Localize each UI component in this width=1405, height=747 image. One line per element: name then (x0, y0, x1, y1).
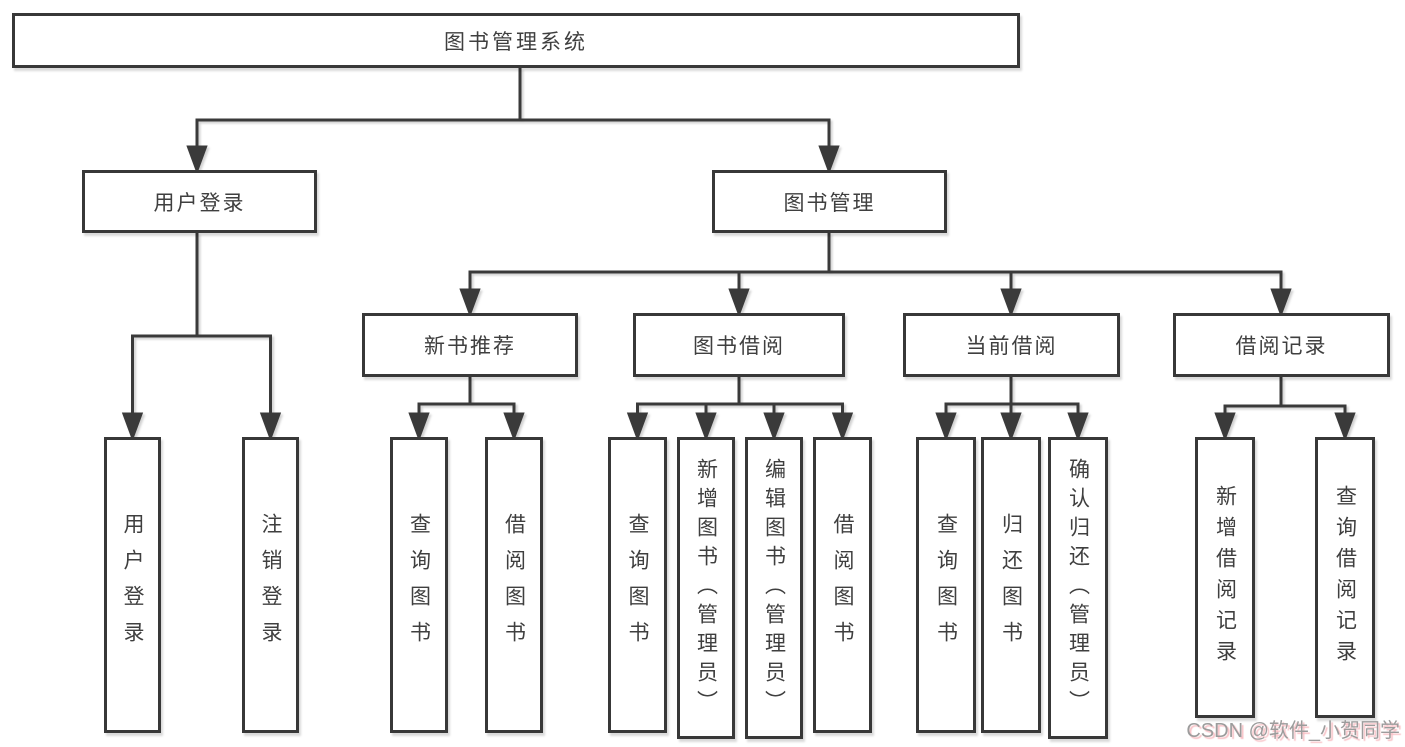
node-new-book-recommend: 新书推荐 (362, 313, 578, 377)
leaf-logout: 注销登录 (242, 437, 299, 733)
node-book-borrowing: 图书借阅 (633, 313, 845, 377)
leaf-label: 确认归还（管理员） (1066, 457, 1090, 719)
arrowhead-icon (1067, 412, 1089, 442)
node-label: 借阅记录 (1235, 335, 1328, 358)
node-label: 用户登录 (153, 191, 246, 215)
arrowhead-icon (186, 145, 208, 175)
node-label: 图书管理 (783, 191, 876, 215)
leaf-label: 查询图书 (934, 513, 958, 657)
leaf-label: 新增借阅记录 (1213, 484, 1237, 671)
leaf-label: 新增图书（管理员） (694, 457, 718, 719)
leaf-label: 编辑图书（管理员） (762, 457, 786, 719)
connector-records-to-query (1279, 377, 1347, 417)
leaf-user-login: 用户登录 (104, 437, 161, 733)
arrowhead-icon (935, 412, 957, 442)
node-borrowing-records: 借阅记录 (1173, 313, 1390, 377)
connector-root-to-user-login (195, 68, 522, 148)
arrowhead-icon (259, 412, 282, 442)
leaf-query-borrow-record: 查询借阅记录 (1315, 437, 1375, 718)
node-label: 当前借阅 (965, 335, 1058, 358)
leaf-label: 查询图书 (407, 513, 431, 657)
node-book-management: 图书管理 (712, 170, 947, 233)
leaf-label: 归还图书 (999, 513, 1023, 657)
node-current-borrowing: 当前借阅 (903, 313, 1120, 377)
node-root-label: 图书管理系统 (444, 30, 588, 54)
connector-mgmt-to-records (827, 233, 1283, 292)
connector-current-to-query (944, 377, 1013, 416)
connector-user-to-login-leaf (131, 233, 199, 416)
connector-borrowing-to-borrow (737, 377, 844, 416)
connector-borrowing-to-query (636, 377, 741, 416)
leaf-label: 查询图书 (626, 513, 649, 657)
arrowhead-icon (1000, 412, 1022, 442)
connector-recommend-to-borrow (468, 377, 516, 416)
connector-root-to-book-management (518, 68, 831, 148)
node-label: 新书推荐 (424, 335, 516, 358)
leaf-add-borrow-record: 新增借阅记录 (1195, 437, 1255, 718)
connector-current-to-confirm (1009, 377, 1080, 416)
connector-mgmt-to-recommend (468, 233, 831, 292)
leaf-query-books-borrowing: 查询图书 (608, 437, 667, 733)
arrowhead-icon (503, 412, 525, 442)
leaf-borrow-books-borrowing: 借阅图书 (813, 437, 872, 733)
connector-mgmt-to-borrowing (737, 233, 831, 292)
leaf-label: 查询借阅记录 (1333, 484, 1357, 671)
arrowhead-icon (1334, 412, 1356, 442)
arrowhead-icon (1214, 412, 1236, 442)
connector-recommend-to-query (417, 377, 472, 416)
arrowhead-icon (1000, 288, 1022, 318)
arrowhead-icon (728, 288, 750, 318)
connector-borrowing-to-add (704, 377, 741, 416)
leaf-borrow-books-recommend: 借阅图书 (485, 437, 543, 733)
node-label: 图书借阅 (693, 335, 785, 358)
arrowhead-icon (831, 412, 854, 442)
leaf-confirm-return-admin: 确认归还（管理员） (1048, 437, 1108, 739)
arrowhead-icon (1270, 288, 1292, 318)
arrowhead-icon (763, 412, 785, 442)
connector-records-to-add (1223, 377, 1283, 417)
leaf-edit-book-admin: 编辑图书（管理员） (745, 437, 803, 739)
connector-borrowing-to-edit (737, 377, 776, 416)
arrowhead-icon (818, 145, 840, 175)
leaf-query-books-current: 查询图书 (916, 437, 976, 733)
leaf-label: 借阅图书 (831, 513, 854, 657)
leaf-return-books: 归还图书 (981, 437, 1041, 733)
connector-user-to-logout-leaf (195, 233, 272, 416)
arrowhead-icon (408, 412, 430, 442)
node-root-library-system: 图书管理系统 (12, 13, 1020, 68)
arrowhead-icon (121, 412, 144, 442)
arrowhead-icon (695, 412, 717, 442)
leaf-query-books-recommend: 查询图书 (390, 437, 448, 733)
arrowhead-icon (626, 412, 649, 442)
leaf-add-book-admin: 新增图书（管理员） (677, 437, 735, 739)
watermark-csdn: CSDN @软件_小贺同学 (1186, 720, 1400, 742)
node-user-login: 用户登录 (82, 170, 317, 233)
arrowhead-icon (459, 288, 481, 318)
leaf-label: 用户登录 (121, 513, 144, 657)
connector-mgmt-to-current (827, 233, 1013, 292)
leaf-label: 注销登录 (259, 513, 282, 657)
leaf-label: 借阅图书 (502, 513, 526, 657)
